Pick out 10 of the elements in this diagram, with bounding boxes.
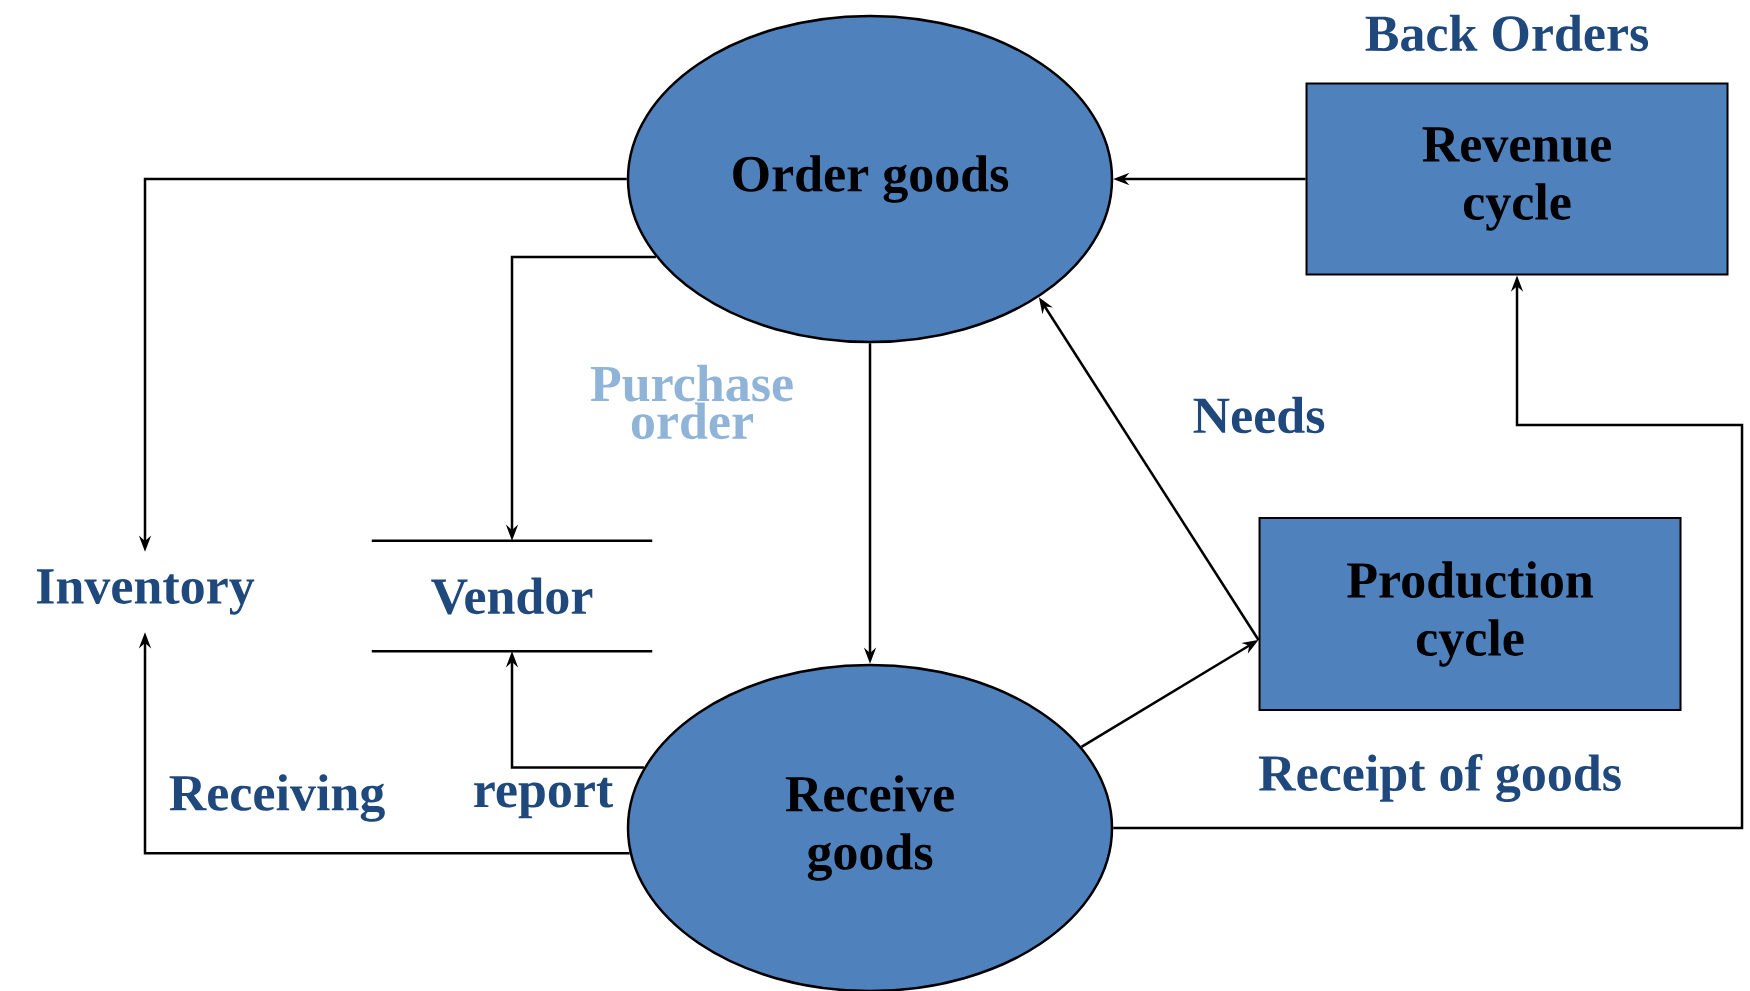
- edge-label: Needs: [1190, 394, 1328, 436]
- edge-label: report: [470, 775, 616, 821]
- caption-text: Back Orders: [1365, 14, 1649, 52]
- edge-label: Receiving: [166, 772, 388, 824]
- process-box: Revenue cycle: [1305, 82, 1729, 276]
- entity-label: Inventory: [37, 569, 255, 615]
- data-store: Vendor: [371, 539, 653, 653]
- process-box: Production cycle: [1258, 517, 1682, 711]
- note-text: Purchase order: [590, 364, 793, 440]
- edge-label: Receipt of goods: [1256, 751, 1624, 805]
